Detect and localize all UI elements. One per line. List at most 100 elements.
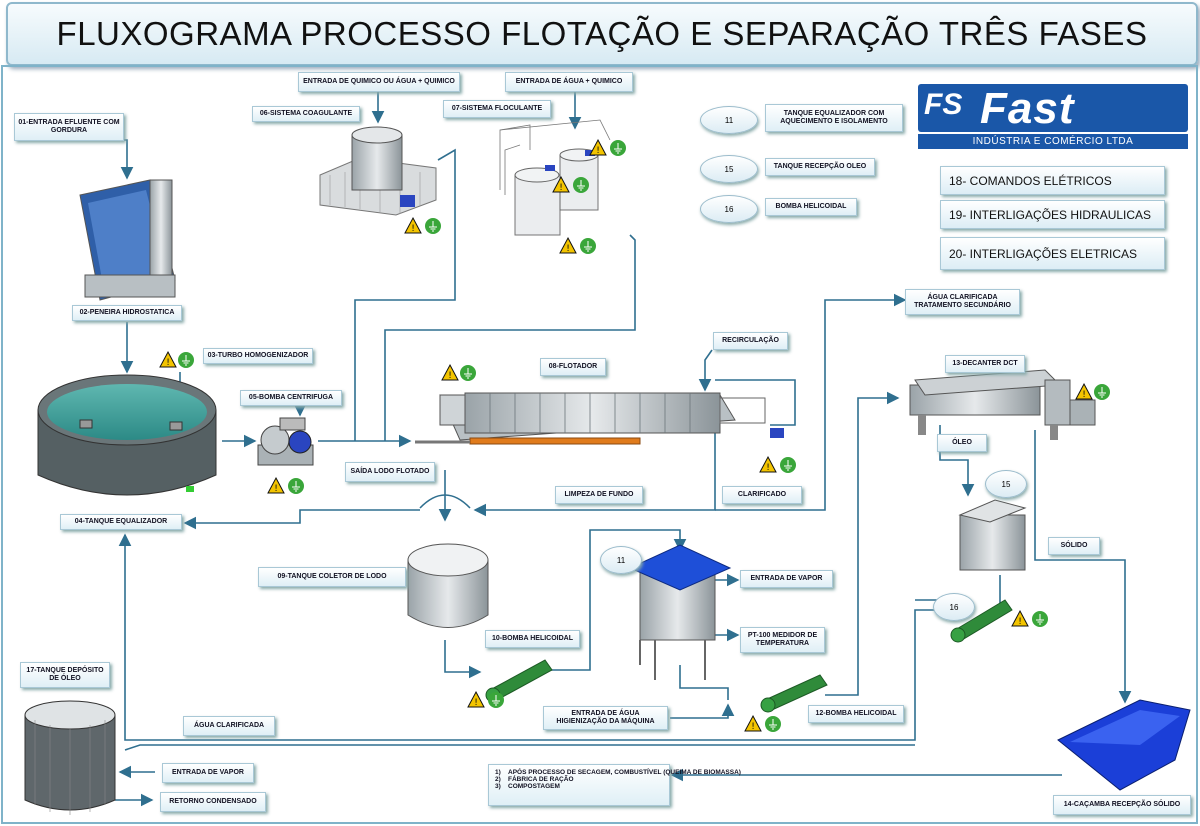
safety-icons: ! ! ! ! ! ! ! ! ! ! ! ! bbox=[159, 138, 1110, 732]
dest-text: APÓS PROCESSO DE SECAGEM, COMBUSTÍVEL (Q… bbox=[508, 769, 741, 776]
warning-icon: ! bbox=[441, 363, 459, 381]
dest-item: 1) APÓS PROCESSO DE SECAGEM, COMBUSTÍVEL… bbox=[495, 769, 741, 776]
label-agua-clarificada-secundario: ÁGUA CLARIFICADA TRATAMENTO SECUNDÁRIO bbox=[905, 289, 1020, 315]
flow-recirc bbox=[698, 349, 713, 392]
frame-border bbox=[1, 65, 1198, 824]
warning-icon: ! bbox=[589, 138, 607, 156]
flotador-equipment bbox=[415, 392, 784, 445]
svg-text:!: ! bbox=[566, 244, 570, 254]
fast-logo: FS Fast INDÚSTRIA E COMÉRCIO LTDA bbox=[918, 84, 1188, 150]
warning-icon: ! bbox=[552, 175, 570, 193]
label-bomba-helicoidal-10: 10-BOMBA HELICOIDAL bbox=[485, 630, 580, 648]
svg-text:!: ! bbox=[474, 698, 478, 708]
warning-icon: ! bbox=[744, 714, 762, 732]
label-interligacoes-eletricas: 20- INTERLIGAÇÕES ELETRICAS bbox=[940, 237, 1165, 270]
dest-item: 3) COMPOSTAGEM bbox=[495, 783, 663, 790]
marker-11: 11 bbox=[600, 546, 642, 574]
label-sistema-floculante: 07-SISTEMA FLOCULANTE bbox=[443, 100, 551, 118]
label-interligacoes-hidraulicas: 19- INTERLIGAÇÕES HIDRAULICAS bbox=[940, 200, 1165, 229]
ground-icon bbox=[580, 238, 596, 254]
bomba-centrifuga-equipment bbox=[257, 417, 314, 466]
label-retorno-condensado: RETORNO CONDENSADO bbox=[160, 792, 266, 812]
legend-text-16: BOMBA HELICOIDAL bbox=[765, 198, 857, 216]
label-tanque-equalizador: 04-TANQUE EQUALIZADOR bbox=[60, 514, 182, 530]
warning-icon: ! bbox=[467, 690, 485, 708]
warning-icon: ! bbox=[759, 455, 777, 473]
label-flotador: 08-FLOTADOR bbox=[540, 358, 606, 376]
logo-banner bbox=[918, 84, 1188, 132]
svg-text:!: ! bbox=[751, 722, 755, 732]
legend-text-15: TANQUE RECEPÇÃO OLEO bbox=[765, 158, 875, 176]
svg-text:!: ! bbox=[559, 183, 563, 193]
bomba-helicoidal-12-equipment bbox=[760, 674, 828, 713]
flow-to-04 bbox=[183, 509, 420, 530]
warning-icon: ! bbox=[1011, 609, 1029, 627]
dest-num: 2) bbox=[495, 776, 501, 783]
flow-07-to-08 bbox=[384, 234, 636, 441]
flow-06-to-08 bbox=[354, 148, 456, 441]
label-comandos-eletricos: 18- COMANDOS ELÉTRICOS bbox=[940, 166, 1165, 195]
ground-icon bbox=[178, 352, 194, 368]
label-turbo-homogenizador: 03-TURBO HOMOGENIZADOR bbox=[203, 348, 313, 364]
flow-recirc-loop bbox=[715, 379, 796, 426]
label-destinos-solido: 1) APÓS PROCESSO DE SECAGEM, COMBUSTÍVEL… bbox=[488, 764, 741, 806]
label-oleo: ÓLEO bbox=[937, 434, 987, 452]
label-peneira-hidrostatica: 02-PENEIRA HIDROSTATICA bbox=[72, 305, 182, 321]
legend-marker-15: 15 bbox=[700, 155, 758, 183]
tanque-aquecido-equipment bbox=[628, 544, 732, 680]
label-saida-lodo-flotado: SAÍDA LODO FLOTADO bbox=[345, 462, 435, 482]
dest-item: 2) FÁBRICA DE RAÇÃO bbox=[495, 776, 663, 783]
label-bomba-centrifuga: 05-BOMBA CENTRIFUGA bbox=[240, 390, 342, 406]
tanque-coletor-lodo-equipment bbox=[407, 543, 489, 628]
peneira-hidrostatica-equipment bbox=[79, 179, 176, 301]
logo-name: Fast bbox=[980, 84, 1075, 133]
flow-16-to-04 bbox=[118, 533, 945, 741]
label-clarificado: CLARIFICADO bbox=[722, 486, 802, 504]
label-entrada-vapor-17: ENTRADA DE VAPOR bbox=[162, 763, 254, 783]
dest-text: FÁBRICA DE RAÇÃO bbox=[508, 776, 574, 783]
label-recirculacao: RECIRCULAÇÃO bbox=[713, 332, 788, 350]
label-entrada-quimico: ENTRADA DE QUIMICO OU ÁGUA + QUIMICO bbox=[298, 72, 460, 92]
flow-09-to-10 bbox=[444, 640, 482, 679]
label-limpeza-de-fundo: LIMPEZA DE FUNDO bbox=[555, 486, 643, 504]
label-sistema-coagulante: 06-SISTEMA COAGULANTE bbox=[252, 106, 360, 122]
marker-16: 16 bbox=[933, 593, 975, 621]
ground-icon bbox=[488, 692, 504, 708]
svg-text:!: ! bbox=[448, 371, 452, 381]
svg-text:!: ! bbox=[274, 484, 278, 494]
warning-icon: ! bbox=[559, 236, 577, 254]
logo-mark: FS bbox=[924, 88, 963, 121]
label-tanque-coletor-lodo: 09-TANQUE COLETOR DE LODO bbox=[258, 567, 406, 587]
flow-agua-hig bbox=[670, 703, 735, 719]
cacamba-equipment bbox=[1057, 699, 1191, 791]
warning-icon: ! bbox=[159, 350, 177, 368]
label-tanque-deposito-oleo: 17-TANQUE DEPÓSITO DE ÓLEO bbox=[20, 662, 110, 688]
ground-icon bbox=[460, 365, 476, 381]
logo-subtitle: INDÚSTRIA E COMÉRCIO LTDA bbox=[918, 134, 1188, 149]
ground-icon bbox=[1094, 384, 1110, 400]
label-entrada-efluente: 01-ENTRADA EFLUENTE COM GORDURA bbox=[14, 113, 124, 141]
ground-icon bbox=[573, 177, 589, 193]
flow-return-17 bbox=[124, 744, 915, 751]
ground-icon bbox=[765, 716, 781, 732]
ground-icon bbox=[1032, 611, 1048, 627]
ground-icon bbox=[288, 478, 304, 494]
dest-num: 3) bbox=[495, 783, 501, 790]
label-agua-clarificada: ÁGUA CLARIFICADA bbox=[183, 716, 275, 736]
label-decanter-dct: 13-DECANTER DCT bbox=[945, 355, 1025, 373]
sistema-floculante-equipment bbox=[499, 119, 611, 236]
ground-icon bbox=[780, 457, 796, 473]
marker-15: 15 bbox=[985, 470, 1027, 498]
tanque-equalizador-equipment bbox=[37, 374, 217, 496]
label-bomba-helicoidal-12: 12-BOMBA HELICOIDAL bbox=[808, 705, 904, 723]
sistema-coagulante-equipment bbox=[319, 126, 437, 216]
svg-text:!: ! bbox=[411, 224, 415, 234]
ground-icon bbox=[610, 140, 626, 156]
flow-12-to-13 bbox=[825, 391, 900, 696]
tanque-deposito-oleo-equipment bbox=[24, 700, 116, 815]
label-entrada-agua-higienizacao: ENTRADA DE ÁGUA HIGIENIZAÇÃO DA MÁQUINA bbox=[543, 706, 668, 730]
warning-icon: ! bbox=[267, 476, 285, 494]
tanque-recepcao-oleo-equipment bbox=[958, 499, 1027, 571]
